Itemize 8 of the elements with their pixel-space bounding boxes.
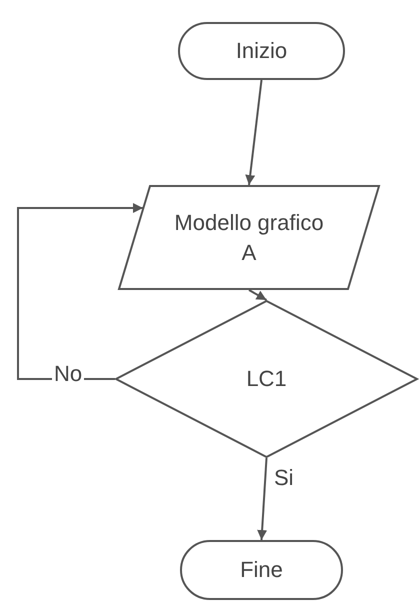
node-text: Fine [240,556,283,584]
node-text: LC1 [246,365,287,394]
arrow [248,289,267,301]
node-text: Modello grafico A [174,208,324,266]
node-text: Inizio [236,37,288,66]
arrow [245,80,262,186]
arrow [17,203,143,380]
arrow [257,458,268,540]
